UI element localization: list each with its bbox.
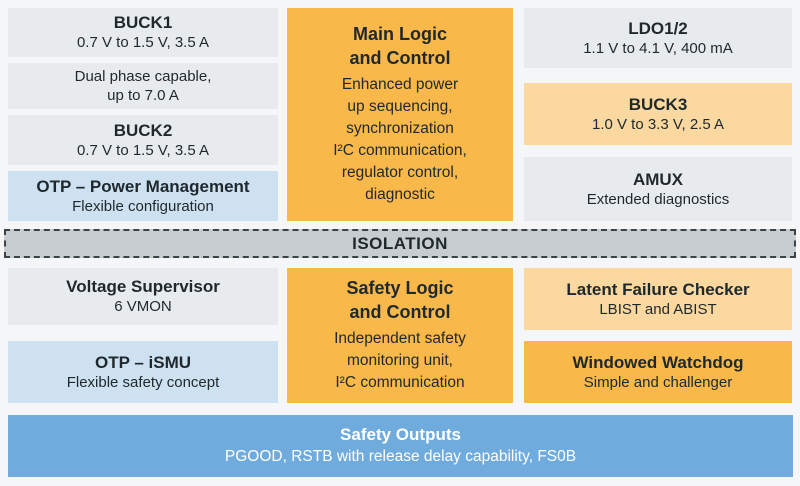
block-otp-ismu: OTP – iSMU Flexible safety concept bbox=[8, 341, 278, 403]
isolation-label: ISOLATION bbox=[352, 233, 448, 253]
block-windowed-watchdog-title: Windowed Watchdog bbox=[572, 352, 744, 372]
block-dual-phase: Dual phase capable, up to 7.0 A bbox=[8, 63, 278, 109]
block-ldo1-2-body: 1.1 V to 4.1 V, 400 mA bbox=[583, 39, 733, 57]
safety-outputs-title: Safety Outputs bbox=[340, 425, 461, 445]
block-otp-ismu-body: Flexible safety concept bbox=[66, 373, 220, 391]
block-buck1-title: BUCK1 bbox=[113, 13, 173, 33]
block-buck1: BUCK1 0.7 V to 1.5 V, 3.5 A bbox=[8, 8, 278, 57]
block-latent-failure-checker: Latent Failure Checker LBIST and ABIST bbox=[524, 268, 792, 330]
block-main-logic-title: Main Logic and Control bbox=[349, 24, 451, 68]
block-buck1-body: 0.7 V to 1.5 V, 3.5 A bbox=[76, 34, 210, 52]
block-otp-power-management-body: Flexible configuration bbox=[72, 197, 214, 215]
block-buck3: BUCK3 1.0 V to 3.3 V, 2.5 A bbox=[524, 83, 792, 145]
isolation-barrier-bar: ISOLATION bbox=[4, 229, 796, 258]
block-buck3-body: 1.0 V to 3.3 V, 2.5 A bbox=[591, 115, 725, 133]
block-main-logic-body: Enhanced power up sequencing, synchroniz… bbox=[333, 75, 467, 203]
block-windowed-watchdog-body: Simple and challenger bbox=[583, 373, 733, 391]
block-windowed-watchdog: Windowed Watchdog Simple and challenger bbox=[524, 341, 792, 403]
block-buck2-title: BUCK2 bbox=[113, 120, 173, 140]
block-ldo1-2-title: LDO1/2 bbox=[628, 18, 688, 38]
block-latent-failure-body: LBIST and ABIST bbox=[599, 300, 717, 318]
block-otp-power-management-title: OTP – Power Management bbox=[36, 176, 250, 196]
block-otp-power-management: OTP – Power Management Flexible configur… bbox=[8, 171, 278, 221]
block-ldo1-2: LDO1/2 1.1 V to 4.1 V, 400 mA bbox=[524, 8, 792, 68]
block-voltage-supervisor-body: 6 VMON bbox=[114, 298, 172, 316]
block-main-logic-and-control: Main Logic and Control Enhanced power up… bbox=[287, 8, 513, 221]
block-buck2-body: 0.7 V to 1.5 V, 3.5 A bbox=[76, 141, 210, 159]
safety-outputs-body: PGOOD, RSTB with release delay capabilit… bbox=[224, 447, 577, 465]
block-voltage-supervisor: Voltage Supervisor 6 VMON bbox=[8, 268, 278, 325]
block-otp-ismu-title: OTP – iSMU bbox=[94, 352, 192, 372]
block-safety-logic-title: Safety Logic and Control bbox=[346, 278, 454, 322]
block-amux-body: Extended diagnostics bbox=[586, 190, 730, 208]
block-amux: AMUX Extended diagnostics bbox=[524, 157, 792, 221]
block-safety-logic-and-control: Safety Logic and Control Independent saf… bbox=[287, 268, 513, 403]
block-amux-title: AMUX bbox=[632, 169, 684, 189]
block-buck3-title: BUCK3 bbox=[628, 94, 688, 114]
block-safety-logic-body: Independent safety monitoring unit, I²C … bbox=[334, 329, 466, 391]
safety-outputs-bar: Safety Outputs PGOOD, RSTB with release … bbox=[8, 415, 793, 477]
block-dual-phase-body: Dual phase capable, up to 7.0 A bbox=[74, 67, 212, 105]
block-buck2: BUCK2 0.7 V to 1.5 V, 3.5 A bbox=[8, 115, 278, 165]
block-latent-failure-title: Latent Failure Checker bbox=[566, 279, 750, 299]
block-voltage-supervisor-title: Voltage Supervisor bbox=[66, 277, 220, 297]
